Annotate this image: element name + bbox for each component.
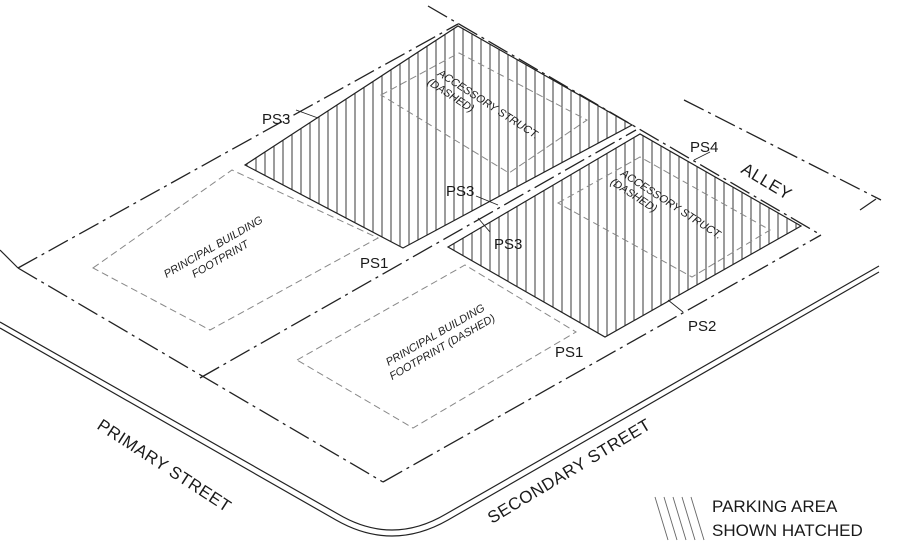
legend-line2: SHOWN HATCHED: [712, 521, 863, 540]
alley-end-line: [859, 198, 877, 211]
alley-edge-line: [683, 99, 882, 201]
legend-line1: PARKING AREA: [712, 497, 838, 516]
ps3-label-top: PS3: [262, 111, 290, 128]
accessory-structure-2: [556, 156, 771, 278]
accessory-structure-1: [379, 52, 588, 174]
parking-area-lot-1: [243, 25, 634, 249]
rear-lot-line: [427, 5, 822, 236]
ps3-label-mid: PS3: [446, 183, 474, 200]
principal-building-footprint-1: [92, 169, 380, 331]
primary-street-label: PRIMARY STREET: [94, 415, 235, 516]
ps1-label-left: PS1: [360, 255, 388, 272]
principal-building-footprint-2: [295, 264, 577, 429]
parking-area-lot-2: [446, 133, 803, 338]
corner-lot-line: [0, 249, 19, 269]
street-curb-outer: [0, 265, 880, 531]
interior-lot-line: [199, 129, 637, 379]
ps1-label-right: PS1: [555, 344, 583, 361]
secondary-street-label: SECONDARY STREET: [484, 415, 654, 528]
setback-leaders: [295, 109, 711, 313]
secondary-street-lot-line: [382, 234, 822, 483]
legend-hatch-icon: [654, 496, 705, 541]
primary-street-lot-line: [17, 267, 384, 483]
street-curb-inner: [0, 271, 880, 537]
ps4-label: PS4: [690, 139, 718, 156]
ps2-label: PS2: [688, 318, 716, 335]
ps3-label-low: PS3: [494, 236, 522, 253]
left-side-lot-line: [17, 23, 459, 269]
